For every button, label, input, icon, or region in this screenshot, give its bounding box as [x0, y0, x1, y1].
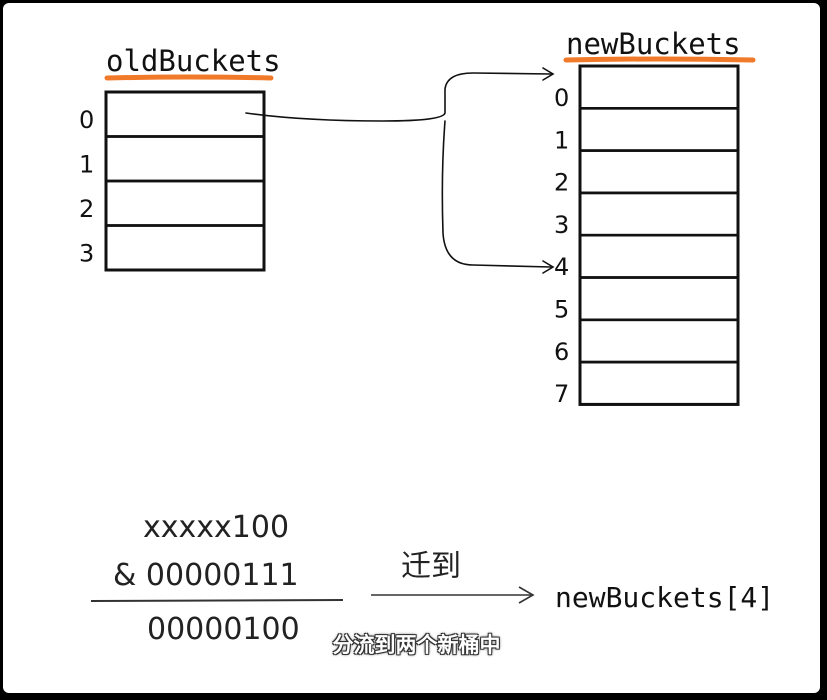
new-bucket-6: [578, 318, 740, 364]
arrow-to-bucket-0: [245, 72, 552, 122]
old-index-1: 1: [79, 151, 94, 179]
migrate-label: 迁到: [401, 549, 461, 584]
old-buckets-underline: [104, 74, 274, 81]
new-index-5: 5: [554, 296, 569, 324]
old-buckets-title: oldBuckets: [106, 44, 281, 78]
old-bucket-2: [104, 179, 266, 227]
migrate-arrowhead: [518, 586, 535, 604]
old-index-3: 3: [79, 240, 94, 268]
old-bucket-0: [104, 90, 266, 138]
new-index-0: 0: [554, 84, 569, 112]
old-bucket-1: [104, 135, 266, 183]
new-index-1: 1: [554, 126, 569, 154]
result-value: 00000100: [147, 612, 300, 647]
arrowhead-4: [542, 260, 555, 274]
target-bucket: newBuckets[4]: [555, 581, 774, 614]
new-index-4: 4: [554, 253, 569, 281]
new-buckets-array: [578, 64, 740, 406]
new-bucket-1: [578, 107, 740, 152]
new-buckets-title: newBuckets: [566, 27, 741, 61]
new-bucket-0: [578, 64, 740, 110]
new-bucket-2: [578, 149, 740, 195]
arrowhead-0: [542, 67, 555, 81]
new-bucket-4: [578, 233, 740, 279]
migration-arrows: [245, 67, 555, 274]
new-index-2: 2: [554, 169, 569, 197]
new-index-3: 3: [554, 211, 569, 239]
sum-line: [90, 599, 344, 602]
hash-operand: xxxxx100: [143, 510, 289, 545]
new-buckets-underline: [563, 56, 756, 63]
new-bucket-7: [578, 360, 740, 406]
new-index-6: 6: [554, 338, 569, 366]
new-bucket-5: [578, 276, 740, 322]
diagram-canvas: oldBuckets newBuckets 0 1 2 3 0 1 2 3 4 5 6 7 xxxx…: [79, 27, 774, 647]
old-index-2: 2: [79, 195, 94, 223]
mask-operand: & 00000111: [113, 558, 299, 593]
old-buckets-array: [104, 90, 266, 272]
old-bucket-3: [104, 224, 266, 272]
old-buckets-indices: 0 1 2 3: [79, 106, 94, 268]
new-index-7: 7: [554, 380, 569, 408]
new-buckets-indices: 0 1 2 3 4 5 6 7: [554, 84, 569, 408]
new-bucket-3: [578, 191, 740, 237]
old-index-0: 0: [79, 106, 94, 134]
video-subtitle: 分流到两个新桶中: [332, 633, 501, 657]
arrow-to-bucket-4: [441, 120, 552, 268]
whiteboard-frame: oldBuckets newBuckets 0 1 2 3 0 1 2 3 4 5 6 7 xxxx…: [3, 3, 820, 693]
